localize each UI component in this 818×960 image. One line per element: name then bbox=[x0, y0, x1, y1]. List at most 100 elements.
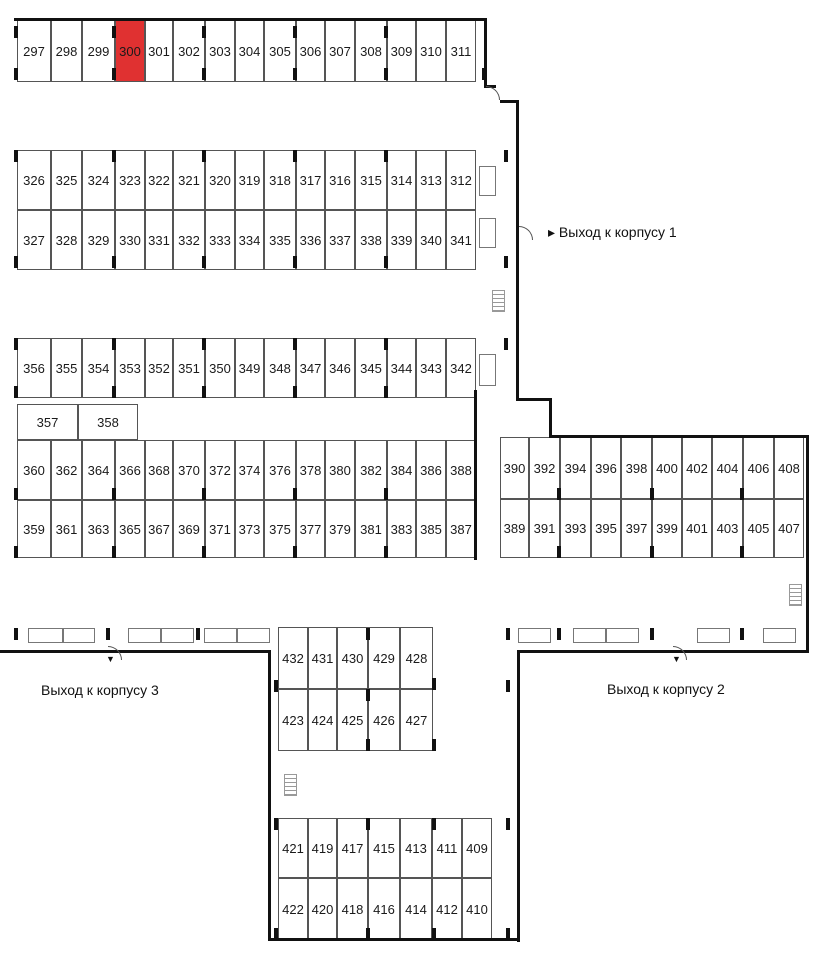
parking-space[interactable]: 409 bbox=[462, 818, 492, 878]
parking-space[interactable]: 430 bbox=[337, 627, 368, 689]
parking-space[interactable]: 358 bbox=[78, 404, 138, 440]
parking-space[interactable]: 422 bbox=[278, 878, 308, 940]
parking-space[interactable]: 327 bbox=[17, 210, 51, 270]
parking-space[interactable]: 347 bbox=[296, 338, 325, 398]
parking-space[interactable]: 337 bbox=[325, 210, 355, 270]
parking-space[interactable]: 311 bbox=[446, 20, 476, 82]
parking-space[interactable]: 352 bbox=[145, 338, 173, 398]
parking-space[interactable]: 316 bbox=[325, 150, 355, 210]
parking-space[interactable]: 419 bbox=[308, 818, 337, 878]
parking-space[interactable]: 392 bbox=[529, 437, 560, 499]
parking-space[interactable]: 383 bbox=[387, 500, 416, 558]
parking-space[interactable]: 403 bbox=[712, 499, 743, 558]
parking-space[interactable]: 305 bbox=[264, 20, 296, 82]
parking-space[interactable]: 366 bbox=[115, 440, 145, 500]
parking-space[interactable]: 380 bbox=[325, 440, 355, 500]
parking-space[interactable]: 373 bbox=[235, 500, 264, 558]
parking-space[interactable]: 404 bbox=[712, 437, 743, 499]
parking-space[interactable]: 359 bbox=[17, 500, 51, 558]
parking-space[interactable]: 317 bbox=[296, 150, 325, 210]
parking-space[interactable]: 303 bbox=[205, 20, 235, 82]
parking-space[interactable]: 334 bbox=[235, 210, 264, 270]
parking-space[interactable]: 377 bbox=[296, 500, 325, 558]
parking-space[interactable]: 370 bbox=[173, 440, 205, 500]
parking-space[interactable]: 343 bbox=[416, 338, 446, 398]
parking-space[interactable]: 330 bbox=[115, 210, 145, 270]
parking-space[interactable]: 315 bbox=[355, 150, 387, 210]
parking-space[interactable]: 339 bbox=[387, 210, 416, 270]
parking-space[interactable]: 420 bbox=[308, 878, 337, 940]
parking-space[interactable]: 431 bbox=[308, 627, 337, 689]
parking-space[interactable]: 375 bbox=[264, 500, 296, 558]
parking-space[interactable]: 349 bbox=[235, 338, 264, 398]
parking-space[interactable]: 416 bbox=[368, 878, 400, 940]
parking-space[interactable]: 333 bbox=[205, 210, 235, 270]
parking-space[interactable]: 399 bbox=[652, 499, 682, 558]
parking-space[interactable]: 378 bbox=[296, 440, 325, 500]
parking-space[interactable]: 424 bbox=[308, 689, 337, 751]
parking-space[interactable]: 394 bbox=[560, 437, 591, 499]
parking-space[interactable]: 357 bbox=[17, 404, 78, 440]
parking-space[interactable]: 400 bbox=[652, 437, 682, 499]
parking-space[interactable]: 308 bbox=[355, 20, 387, 82]
parking-space[interactable]: 320 bbox=[205, 150, 235, 210]
parking-space[interactable]: 406 bbox=[743, 437, 774, 499]
parking-space[interactable]: 360 bbox=[17, 440, 51, 500]
parking-space[interactable]: 309 bbox=[387, 20, 416, 82]
parking-space[interactable]: 354 bbox=[82, 338, 115, 398]
parking-space[interactable]: 402 bbox=[682, 437, 712, 499]
parking-space[interactable]: 319 bbox=[235, 150, 264, 210]
parking-space[interactable]: 389 bbox=[500, 499, 529, 558]
parking-space[interactable]: 395 bbox=[591, 499, 621, 558]
parking-space[interactable]: 312 bbox=[446, 150, 476, 210]
parking-space[interactable]: 331 bbox=[145, 210, 173, 270]
parking-space[interactable]: 353 bbox=[115, 338, 145, 398]
parking-space[interactable]: 425 bbox=[337, 689, 368, 751]
parking-space[interactable]: 412 bbox=[432, 878, 462, 940]
parking-space[interactable]: 386 bbox=[416, 440, 446, 500]
parking-space[interactable]: 365 bbox=[115, 500, 145, 558]
parking-space[interactable]: 376 bbox=[264, 440, 296, 500]
parking-space[interactable]: 318 bbox=[264, 150, 296, 210]
parking-space[interactable]: 423 bbox=[278, 689, 308, 751]
parking-space[interactable]: 417 bbox=[337, 818, 368, 878]
parking-space[interactable]: 314 bbox=[387, 150, 416, 210]
parking-space[interactable]: 391 bbox=[529, 499, 560, 558]
parking-space[interactable]: 362 bbox=[51, 440, 82, 500]
parking-space[interactable]: 415 bbox=[368, 818, 400, 878]
parking-space[interactable]: 401 bbox=[682, 499, 712, 558]
parking-space[interactable]: 407 bbox=[774, 499, 804, 558]
parking-space[interactable]: 363 bbox=[82, 500, 115, 558]
parking-space[interactable]: 429 bbox=[368, 627, 400, 689]
parking-space[interactable]: 361 bbox=[51, 500, 82, 558]
parking-space[interactable]: 306 bbox=[296, 20, 325, 82]
parking-space[interactable]: 338 bbox=[355, 210, 387, 270]
parking-space[interactable]: 396 bbox=[591, 437, 621, 499]
parking-space[interactable]: 355 bbox=[51, 338, 82, 398]
parking-space[interactable]: 332 bbox=[173, 210, 205, 270]
parking-space[interactable]: 342 bbox=[446, 338, 476, 398]
parking-space[interactable]: 379 bbox=[325, 500, 355, 558]
parking-space[interactable]: 374 bbox=[235, 440, 264, 500]
parking-space[interactable]: 368 bbox=[145, 440, 173, 500]
parking-space[interactable]: 329 bbox=[82, 210, 115, 270]
parking-space[interactable]: 340 bbox=[416, 210, 446, 270]
parking-space[interactable]: 299 bbox=[82, 20, 115, 82]
parking-space[interactable]: 341 bbox=[446, 210, 476, 270]
parking-space[interactable]: 346 bbox=[325, 338, 355, 398]
parking-space[interactable]: 369 bbox=[173, 500, 205, 558]
parking-space[interactable]: 385 bbox=[416, 500, 446, 558]
parking-space[interactable]: 367 bbox=[145, 500, 173, 558]
parking-space[interactable]: 325 bbox=[51, 150, 82, 210]
parking-space[interactable]: 350 bbox=[205, 338, 235, 398]
parking-space[interactable]: 301 bbox=[145, 20, 173, 82]
parking-space[interactable]: 426 bbox=[368, 689, 400, 751]
parking-space[interactable]: 421 bbox=[278, 818, 308, 878]
parking-space[interactable]: 322 bbox=[145, 150, 173, 210]
parking-space[interactable]: 411 bbox=[432, 818, 462, 878]
parking-space[interactable]: 298 bbox=[51, 20, 82, 82]
parking-space[interactable]: 418 bbox=[337, 878, 368, 940]
parking-space[interactable]: 335 bbox=[264, 210, 296, 270]
parking-space[interactable]: 345 bbox=[355, 338, 387, 398]
parking-space[interactable]: 387 bbox=[446, 500, 476, 558]
